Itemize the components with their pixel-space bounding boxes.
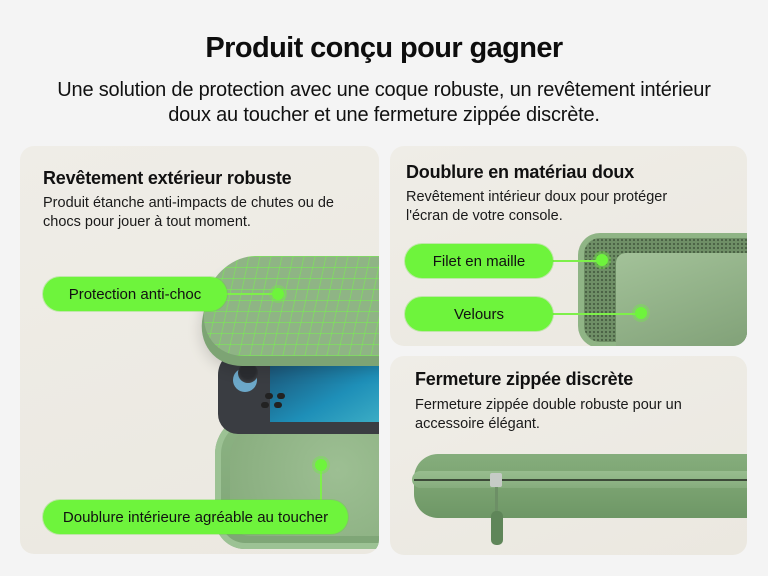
callout-dot-icon	[272, 288, 284, 300]
callout-dot-icon	[315, 459, 327, 471]
zipper-seam	[414, 479, 747, 481]
console-button-icon	[265, 393, 273, 399]
page-subtitle: Une solution de protection avec une coqu…	[57, 79, 711, 126]
card-description: Produit étanche anti-impacts de chutes o…	[43, 195, 334, 230]
callout-dot-icon	[635, 307, 647, 319]
feature-card-lining: Doublure en matériau doux Revêtement int…	[390, 146, 747, 346]
callout-line	[225, 293, 277, 295]
card-description: Revêtement intérieur doux pour protéger …	[406, 189, 668, 224]
callout-line	[320, 471, 322, 501]
card-title: Doublure en matériau doux	[406, 162, 635, 182]
card-title: Fermeture zippée discrète	[415, 369, 634, 389]
console-button-icon	[277, 393, 285, 399]
console-button-icon	[274, 402, 282, 408]
case-lid-image	[194, 256, 379, 356]
page-title: Produit conçu pour gagner	[205, 32, 563, 64]
zipper-pull-icon	[490, 473, 502, 487]
velour-panel-image	[616, 253, 747, 346]
joystick-icon	[238, 363, 258, 383]
card-description: Fermeture zippée double robuste pour un …	[415, 397, 682, 432]
callout-line	[550, 313, 636, 315]
console-button-icon	[261, 402, 269, 408]
feature-card-zipper: Fermeture zippée discrète Fermeture zipp…	[390, 356, 747, 555]
callout-filet-en-maille: Filet en maille	[405, 244, 553, 278]
zipper-tab-icon	[491, 511, 503, 545]
callout-protection-anti-choc: Protection anti-choc	[43, 277, 227, 311]
console-screen-image	[270, 352, 379, 422]
callout-line	[550, 260, 600, 262]
zipper-cord	[495, 487, 498, 515]
callout-velours: Velours	[405, 297, 553, 331]
callout-dot-icon	[596, 254, 608, 266]
card-title: Revêtement extérieur robuste	[43, 168, 292, 188]
feature-card-exterior: Revêtement extérieur robuste Produit éta…	[20, 146, 379, 554]
callout-doublure-interieure: Doublure intérieure agréable au toucher	[43, 500, 348, 534]
